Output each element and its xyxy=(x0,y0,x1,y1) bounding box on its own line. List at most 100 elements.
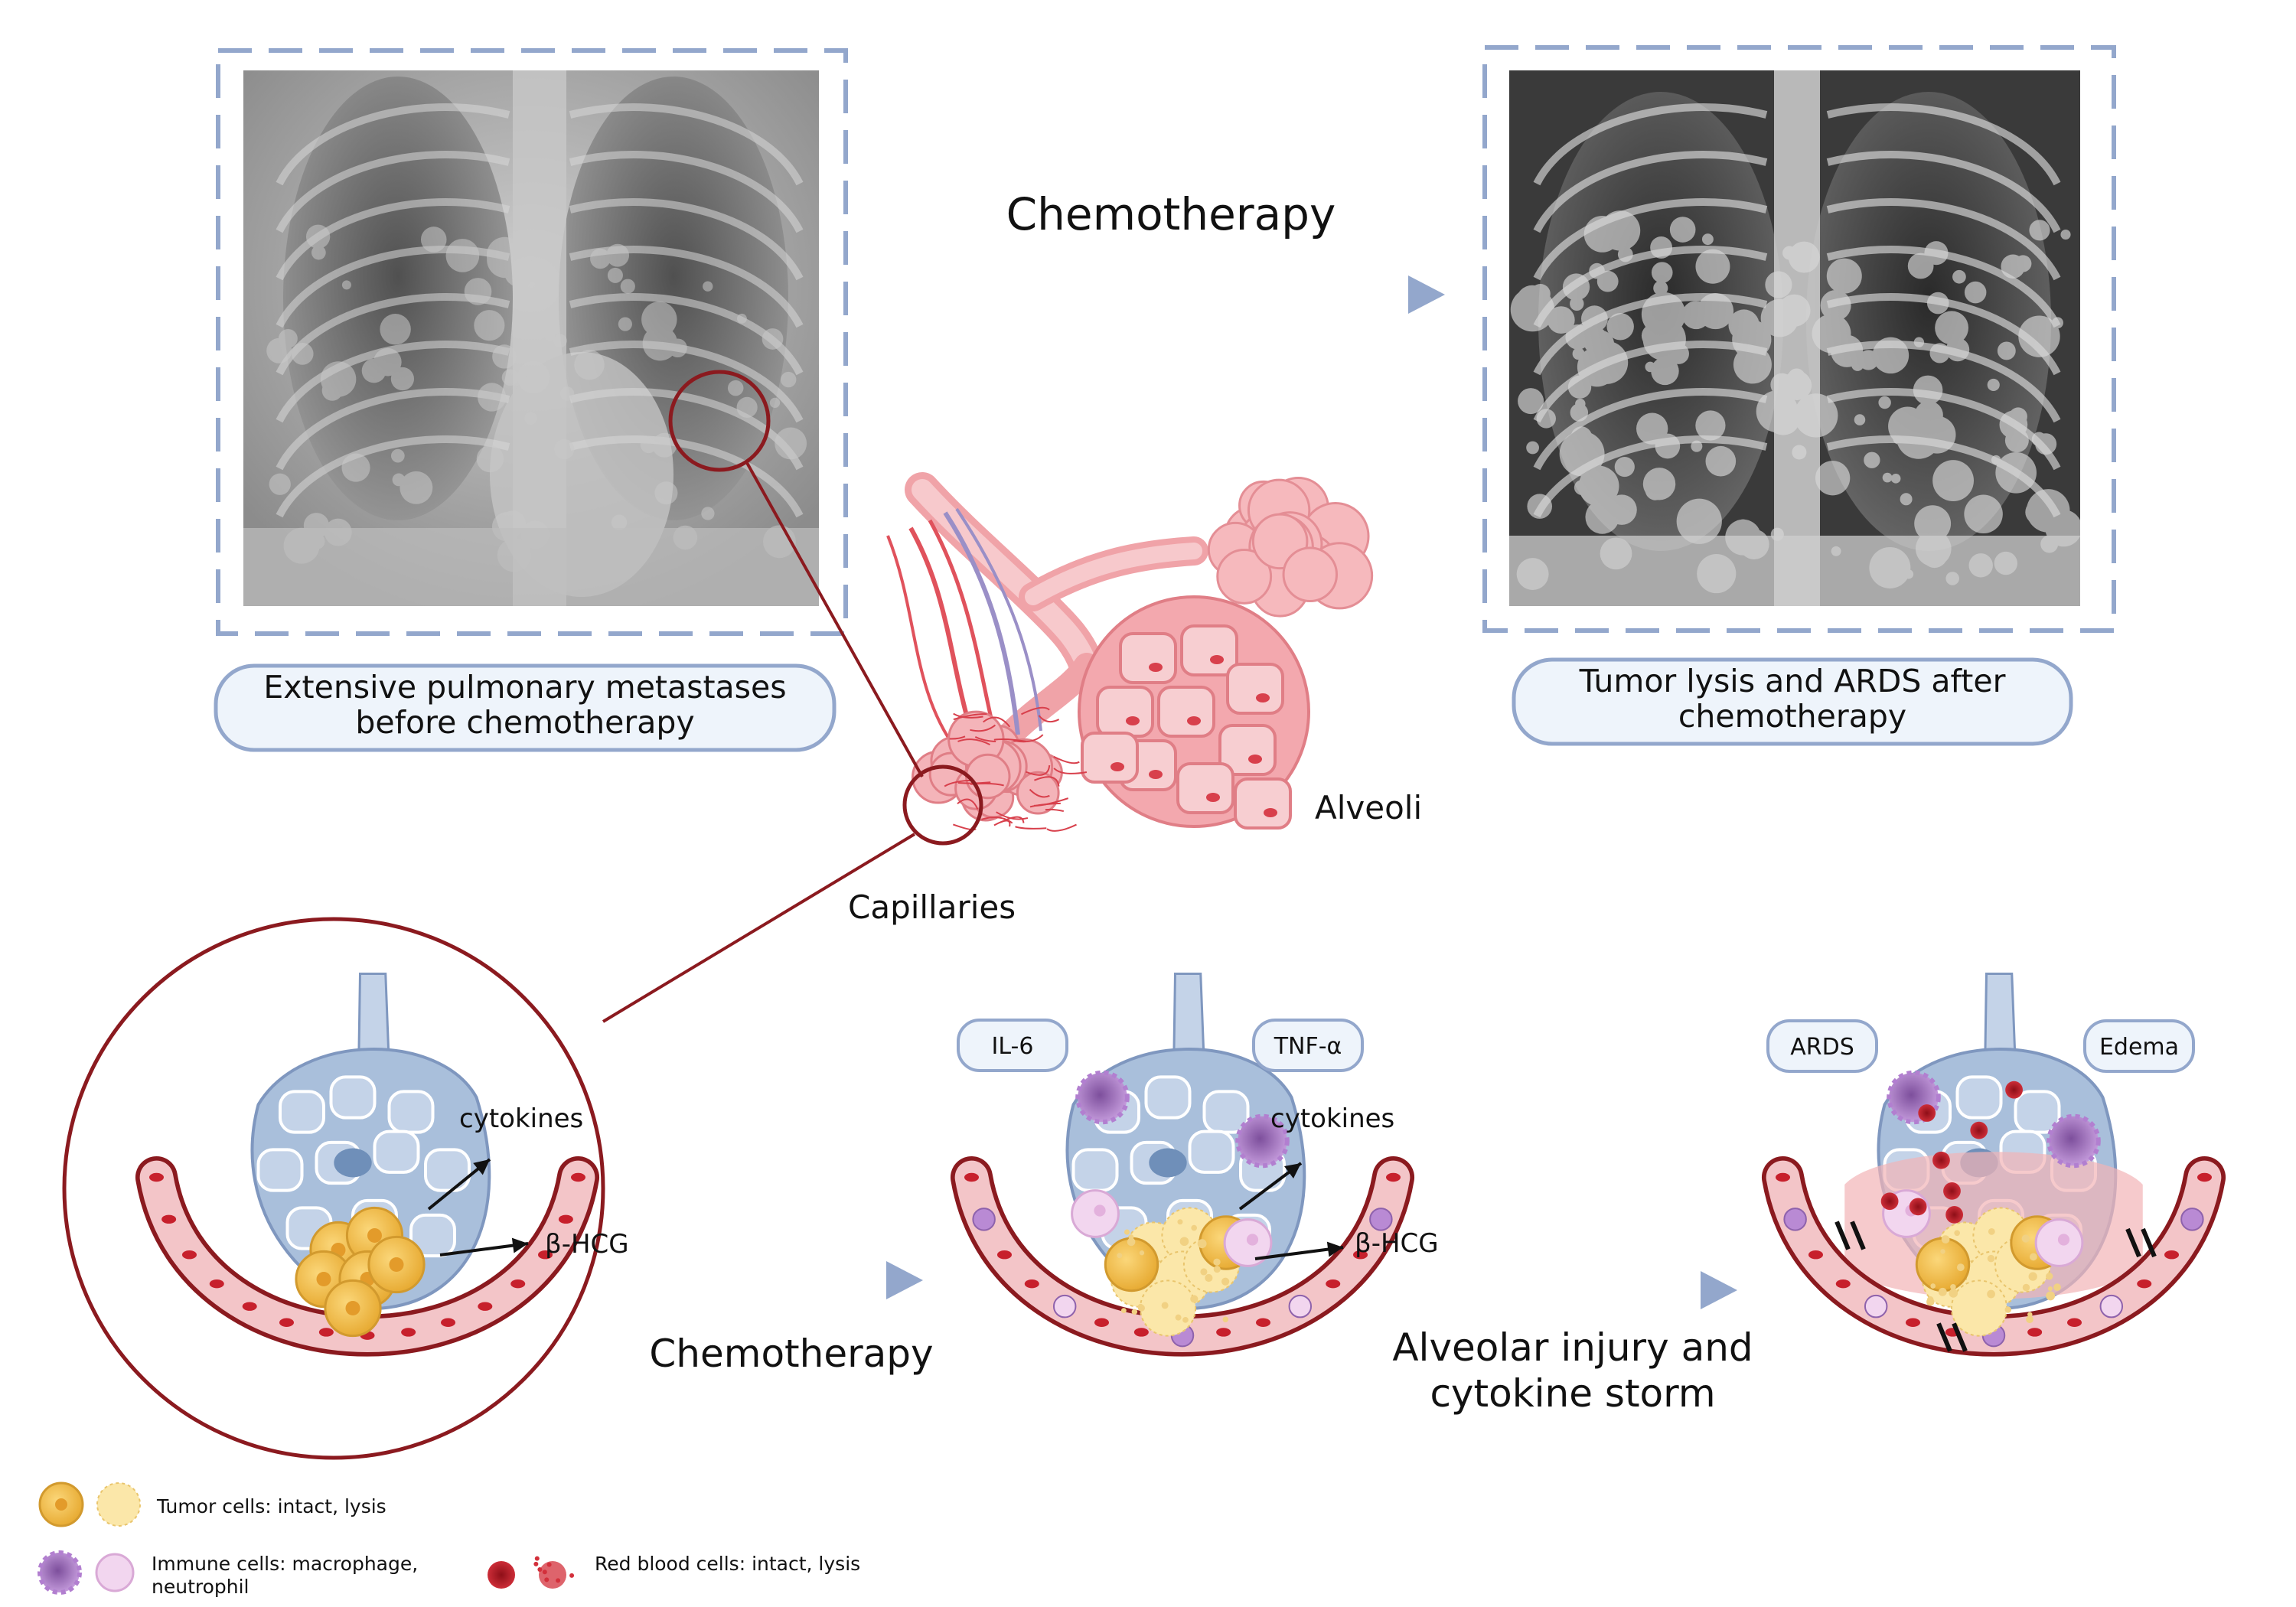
capillary-zoom-marker xyxy=(902,764,983,846)
lysis-debris xyxy=(1940,1249,1945,1254)
nodule xyxy=(618,317,632,331)
capillary xyxy=(983,716,1011,728)
top-chemo-arrow: Chemotherapy xyxy=(903,188,1445,314)
lysis-debris xyxy=(1205,1273,1213,1283)
nodule xyxy=(1929,343,1950,363)
nodule xyxy=(607,267,623,283)
alveolar-cell xyxy=(1176,762,1234,814)
rib xyxy=(1826,198,2061,281)
extravasated-red-cell xyxy=(1918,1104,1936,1122)
injury-label-line1: Alveolar injury and xyxy=(1392,1325,1753,1370)
alveolar-cell xyxy=(1226,663,1284,715)
alveolar-chamber xyxy=(409,1213,456,1258)
alveolar-unit-ards xyxy=(1761,973,2226,1357)
nodule xyxy=(373,347,402,376)
nodule xyxy=(652,432,677,458)
vessel-red-blood-cell xyxy=(441,1318,456,1327)
nodule xyxy=(1991,455,2001,465)
nodule xyxy=(1826,258,1862,294)
nodule xyxy=(1681,301,1711,330)
capillary xyxy=(1053,768,1088,774)
nodule xyxy=(2052,317,2063,329)
vessel-immune-cell xyxy=(1783,1208,1807,1231)
nodule xyxy=(620,279,635,294)
nodule xyxy=(420,227,447,253)
nodule xyxy=(2029,220,2050,241)
nodule xyxy=(762,328,784,350)
legend: Tumor cells: intact, lysis Immune cells:… xyxy=(38,1482,860,1598)
neutrophil-nucleus xyxy=(2057,1234,2070,1246)
lysis-debris xyxy=(1127,1237,1136,1247)
lysis-debris xyxy=(1175,1314,1182,1321)
vessel-immune-cell xyxy=(972,1208,996,1231)
barrier-disruption-mark xyxy=(1835,1221,1866,1250)
capillary xyxy=(953,713,987,721)
nodule xyxy=(1651,357,1679,386)
alveolar-chamber xyxy=(1071,1148,1119,1192)
nodule xyxy=(2060,229,2071,240)
neutrophil-nucleus xyxy=(1246,1234,1259,1246)
legend-tumor-nucleus-icon xyxy=(55,1498,67,1511)
tumor-nucleus xyxy=(345,1301,360,1315)
nodule xyxy=(727,380,744,396)
capillaries-label: Capillaries xyxy=(848,888,1016,926)
nodule xyxy=(781,371,797,388)
lysis-debris xyxy=(2021,1234,2030,1243)
tumor-cell-lysis xyxy=(1950,1279,2008,1337)
alveolar-nucleus xyxy=(1110,762,1124,771)
lysis-debris xyxy=(1200,1268,1208,1276)
caption-before: Extensive pulmonary metastases before ch… xyxy=(214,663,837,752)
xray-after-frame xyxy=(1482,45,2116,633)
alveolar-chamber xyxy=(1188,1129,1235,1174)
alveolar-cell-nucleus xyxy=(334,1148,372,1178)
rib xyxy=(569,103,804,186)
rib xyxy=(569,435,804,518)
p1-bhcg-label: β-HCG xyxy=(545,1229,629,1260)
vessel-red-blood-cell xyxy=(209,1279,224,1289)
lysis-debris xyxy=(2026,1315,2033,1324)
nodule xyxy=(1691,440,1703,452)
capillary xyxy=(1013,734,1044,743)
nodule xyxy=(1526,441,1539,455)
capillary xyxy=(981,817,1013,824)
nodule xyxy=(640,436,657,454)
vessel-red-blood-cell xyxy=(1216,1328,1231,1337)
lysis-debris xyxy=(2047,1286,2053,1291)
vessel-red-blood-cell xyxy=(1808,1250,1823,1260)
nodule xyxy=(1926,292,1949,315)
nodule xyxy=(1999,410,2028,439)
rib xyxy=(1533,435,1768,518)
p2-bhcg-label: β-HCG xyxy=(1355,1228,1439,1259)
tumor-nucleus xyxy=(367,1228,382,1243)
rib xyxy=(276,341,510,423)
nodule xyxy=(492,344,517,369)
vessel-red-blood-cell xyxy=(2164,1250,2180,1260)
zoom-circle-border xyxy=(62,917,605,1460)
nodule xyxy=(464,278,492,305)
lysis-debris xyxy=(1190,1295,1199,1303)
nodule xyxy=(1583,215,1621,253)
capillary xyxy=(957,798,979,810)
vessel-immune-cell xyxy=(2099,1294,2124,1319)
capillary xyxy=(953,712,983,719)
rib xyxy=(1533,341,1768,423)
lysis-debris xyxy=(1950,1284,1956,1290)
alveolar-unit-intact xyxy=(135,973,600,1357)
alveolar-nucleus xyxy=(1126,716,1140,725)
lysis-debris xyxy=(2004,1306,2012,1313)
nodule xyxy=(1878,396,1891,409)
macrophage xyxy=(1075,1070,1130,1125)
vessel-red-blood-cell xyxy=(242,1302,257,1311)
nodule xyxy=(1695,249,1730,284)
nodule xyxy=(1574,480,1590,495)
rib xyxy=(1826,151,2061,233)
il6-label: IL-6 xyxy=(992,1033,1034,1060)
nodule xyxy=(1788,241,1820,273)
caption-before-line2: before chemotherapy xyxy=(355,704,694,741)
vessel-red-blood-cell xyxy=(318,1328,334,1337)
secretion-arrow-head xyxy=(473,1159,490,1175)
extravasated-red-cell xyxy=(1945,1206,1964,1224)
lysis-debris xyxy=(1954,1230,1960,1237)
vessel-immune-cell xyxy=(1369,1208,1393,1231)
nodule xyxy=(642,325,678,361)
